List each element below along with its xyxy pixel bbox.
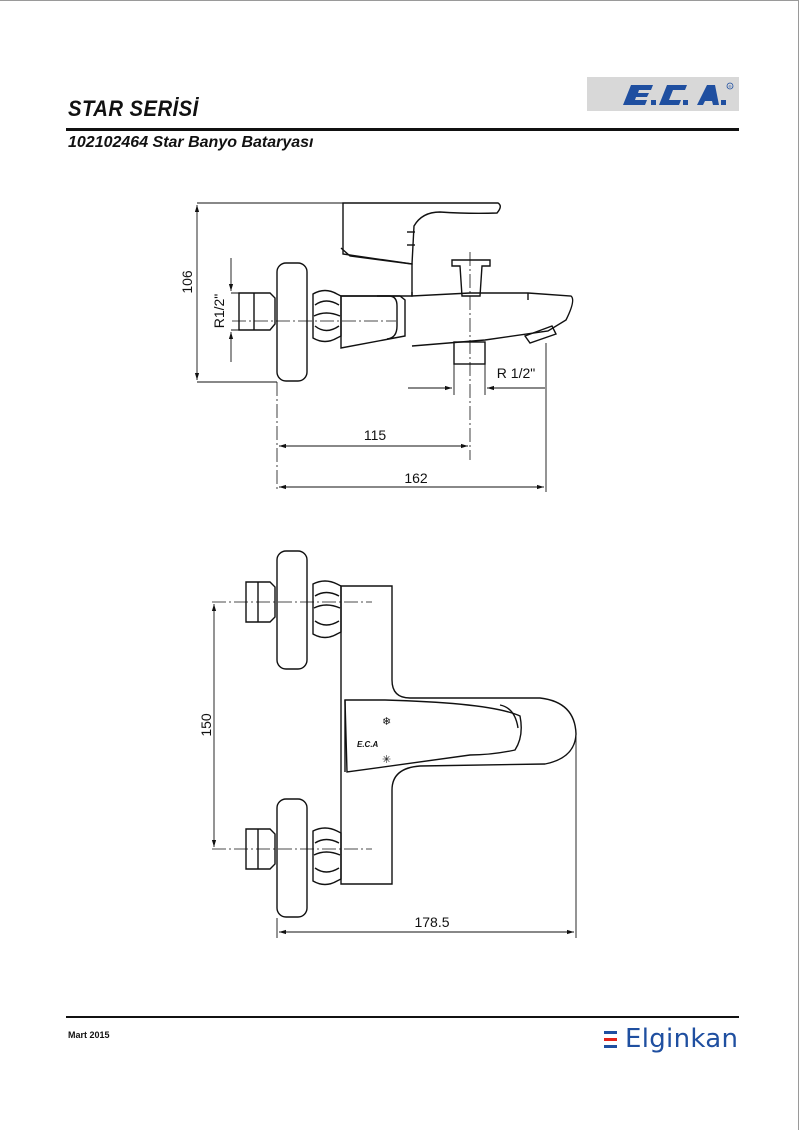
side-spout: [411, 292, 574, 347]
product-title: 102102464 Star Banyo Bataryası: [68, 134, 314, 151]
side-outlet-nipple: [453, 341, 486, 365]
hot-symbol-icon: ✳: [382, 753, 391, 766]
side-lever: [342, 202, 501, 265]
side-hex-nut: [312, 289, 342, 343]
front-inlet-top: [245, 581, 276, 623]
publication-date: Mart 2015: [68, 1030, 110, 1040]
header-rule: [66, 128, 739, 131]
side-inlet-nipple: [238, 292, 276, 331]
registered-mark: ®: [729, 84, 732, 89]
lever-logo: E.C.A: [357, 740, 379, 749]
dim-depth-162: 162: [404, 470, 428, 486]
front-mixer-body: [340, 585, 577, 885]
side-aerator: [523, 325, 557, 344]
front-lever-markings: E.C.A ❄ ✳: [357, 715, 391, 766]
front-view: [245, 550, 577, 918]
eca-logo: ®: [587, 77, 739, 111]
front-inlet-bottom: [245, 828, 276, 870]
front-lever: [344, 699, 522, 773]
side-escutcheon: [276, 262, 308, 382]
footer-rule: [66, 1016, 739, 1018]
cold-symbol-icon: ❄: [382, 715, 391, 728]
side-mixer-body: [340, 295, 406, 349]
dim-outlet-thread: R 1/2": [497, 365, 535, 381]
brand-name: Elginkan: [625, 1024, 739, 1054]
dim-spout-axis-115: 115: [364, 427, 387, 443]
side-view: [238, 202, 574, 382]
front-escutcheon-top: [276, 550, 308, 670]
side-diverter-knob: [451, 259, 491, 297]
dim-height-106: 106: [179, 270, 195, 294]
front-nut-top: [312, 580, 342, 639]
dim-inlet-spacing-150: 150: [198, 713, 214, 737]
elginkan-mark-icon: [604, 1031, 617, 1048]
dim-width-178-5: 178.5: [414, 914, 449, 930]
front-nut-bottom: [312, 827, 342, 886]
front-escutcheon-bottom: [276, 798, 308, 918]
series-title: STAR SERİSİ: [68, 96, 199, 121]
elginkan-logo: Elginkan: [603, 1024, 738, 1054]
dim-inlet-thread: R1/2": [211, 294, 227, 329]
